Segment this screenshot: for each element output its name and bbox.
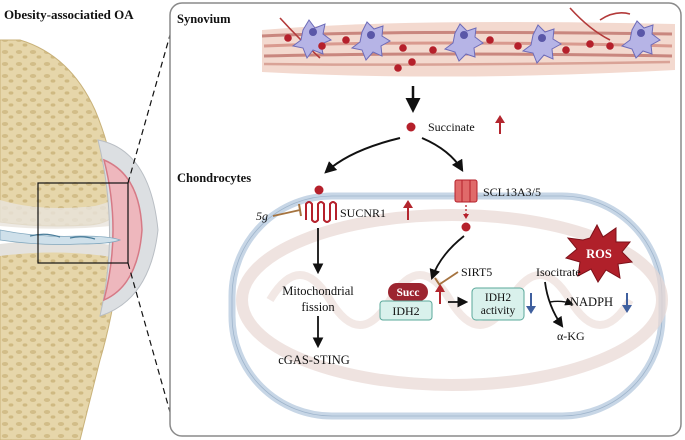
sirt5-inhibition bbox=[439, 271, 459, 285]
joint-space bbox=[0, 229, 122, 245]
nadph-label: NADPH bbox=[570, 295, 613, 309]
femur-bone bbox=[0, 39, 119, 227]
succ-pill bbox=[388, 283, 428, 301]
synovium-label: Synovium bbox=[177, 12, 231, 26]
imported-succinate bbox=[461, 222, 471, 232]
arrow-to-sucnr1 bbox=[324, 137, 401, 174]
idh2-activity-label-2: activity bbox=[481, 305, 516, 317]
ros-burst bbox=[564, 223, 634, 283]
ros-label: ROS bbox=[586, 247, 612, 261]
chondrocytes-label: Chondrocytes bbox=[177, 171, 251, 185]
succ-label: Succ bbox=[397, 287, 420, 299]
sucnr1-receptor bbox=[305, 201, 337, 223]
zoom-connector-bottom bbox=[127, 262, 171, 413]
synovial-macrophages bbox=[291, 19, 661, 64]
idh2-activity-label-1: IDH2 bbox=[485, 292, 511, 304]
isocitrate-to-akg-arrow bbox=[544, 281, 564, 328]
succinate-label: Succinate bbox=[428, 120, 475, 134]
arrow-to-scl13a3 bbox=[421, 137, 464, 173]
tibia-bone bbox=[0, 242, 121, 440]
inflamed-synovium bbox=[102, 158, 143, 302]
idh2-box bbox=[379, 300, 433, 321]
mito-fission-label-1: Mitochondrial bbox=[282, 284, 354, 298]
akg-label: α-KG bbox=[557, 329, 585, 343]
zoom-connector-top bbox=[127, 27, 173, 184]
sucnr1-up-arrow bbox=[403, 200, 413, 220]
sirt5-label: SIRT5 bbox=[461, 265, 492, 279]
idh2-activity-box bbox=[471, 287, 525, 321]
cgas-sting-label: cGAS-STING bbox=[278, 353, 350, 367]
scl13a3-transporter bbox=[454, 179, 478, 203]
succinate-dots bbox=[284, 34, 614, 72]
scl13a3-label: SCL13A3/5 bbox=[483, 185, 541, 199]
nadph-down-arrow bbox=[622, 293, 632, 313]
idh2-label: IDH2 bbox=[392, 304, 419, 318]
isocitrate-label: Isocitrate bbox=[536, 265, 581, 279]
mito-fission-label-2: fission bbox=[301, 300, 335, 314]
zoom-box bbox=[37, 182, 129, 264]
idh2-activity-down-arrow bbox=[526, 293, 536, 314]
nadph-branch-arrow bbox=[549, 297, 574, 306]
inhibitor-label: 5g bbox=[256, 209, 268, 223]
succinate-dot bbox=[406, 122, 416, 132]
succinate-up-arrow bbox=[495, 115, 505, 134]
sucnr1-label: SUCNR1 bbox=[340, 206, 386, 220]
inhibitor-line bbox=[272, 209, 301, 217]
left-panel-title: Obesity-associatied OA bbox=[4, 7, 134, 22]
succinate-ligand bbox=[314, 185, 324, 195]
knee-joint-illustration bbox=[0, 39, 159, 440]
succ-up-arrow bbox=[435, 284, 445, 304]
arrow-to-succ bbox=[429, 235, 465, 281]
